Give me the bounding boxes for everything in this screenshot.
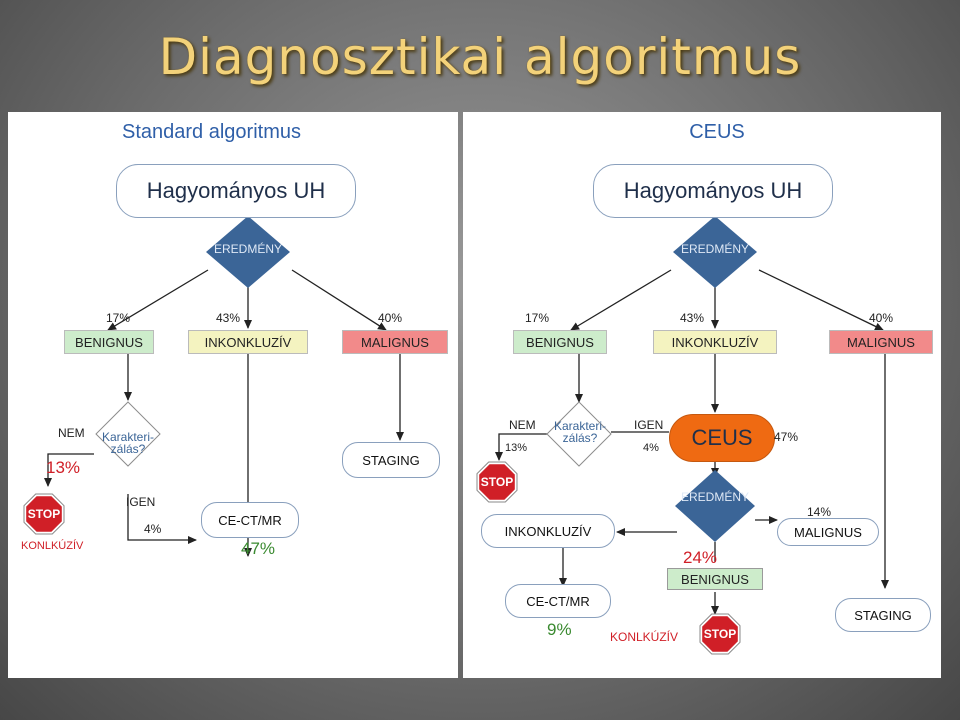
right-malignant-pct: 40% bbox=[869, 311, 894, 325]
right-benign-box: BENIGNUS bbox=[513, 330, 607, 354]
right-start-node: Hagyományos UH bbox=[593, 164, 833, 218]
left-inconclusive-box: INKONKLUZÍV bbox=[188, 330, 308, 354]
right-result-diamond bbox=[673, 216, 757, 288]
right-ctmr-node: CE-CT/MR bbox=[505, 584, 611, 618]
left-yes-pct: 4% bbox=[144, 522, 162, 536]
right-stop-sign-icon bbox=[476, 461, 518, 503]
right-connectors bbox=[476, 216, 889, 655]
right-heading: CEUS bbox=[689, 121, 745, 143]
left-characterization-label: Karakteri- zálás? bbox=[101, 430, 154, 456]
right-benign2-pct: 24% bbox=[683, 548, 718, 567]
left-ctmr-pct: 47% bbox=[241, 539, 276, 558]
left-conclusive-label: KONLKÚZÍV bbox=[21, 540, 84, 552]
right-stop2-label: STOP bbox=[703, 627, 737, 641]
right-benign-pct: 17% bbox=[525, 311, 550, 325]
left-no-pct: 13% bbox=[46, 458, 81, 477]
right-characterization-diamond bbox=[546, 401, 612, 467]
right-yes-pct: 4% bbox=[643, 442, 659, 454]
right-malignant-box: MALIGNUS bbox=[829, 330, 933, 354]
ceus-panel: CEUS Hagyományos UH EREDMÉNY 17% 43% 40%… bbox=[463, 112, 941, 678]
left-result-label: EREDMÉNY bbox=[213, 242, 282, 256]
left-yes-label: IGEN bbox=[126, 495, 156, 509]
right-ctmr-pct: 9% bbox=[547, 620, 572, 639]
right-no-label: NEM bbox=[509, 418, 536, 432]
left-start-node: Hagyományos UH bbox=[116, 164, 356, 218]
left-heading: Standard algoritmus bbox=[122, 121, 301, 143]
ceus-pct: 47% bbox=[774, 430, 799, 444]
right-result2-diamond bbox=[675, 470, 755, 542]
right-inconclusive-box: INKONKLUZÍV bbox=[653, 330, 777, 354]
left-characterization-diamond bbox=[95, 401, 161, 467]
ceus-node: CEUS bbox=[669, 414, 775, 462]
left-staging-node: STAGING bbox=[342, 442, 440, 478]
right-result2-label: EREDMÉNY bbox=[680, 490, 749, 504]
standard-algorithm-panel: Standard algoritmus Hagyományos UH EREDM… bbox=[8, 112, 458, 678]
right-conclusive-label: KONLKÚZÍV bbox=[610, 630, 679, 644]
right-malignant2-pct: 14% bbox=[807, 505, 832, 519]
right-inconclusive2-node: INKONKLUZÍV bbox=[481, 514, 615, 548]
left-stop-label: STOP bbox=[27, 507, 61, 521]
right-result-label: EREDMÉNY bbox=[680, 242, 749, 256]
right-staging-node: STAGING bbox=[835, 598, 931, 632]
left-connectors bbox=[23, 216, 404, 557]
left-benign-pct: 17% bbox=[106, 311, 131, 325]
right-benign2-box: BENIGNUS bbox=[667, 568, 763, 590]
right-malignant2-node: MALIGNUS bbox=[777, 518, 879, 546]
left-malignant-pct: 40% bbox=[378, 311, 403, 325]
right-characterization-label: Karakteri- zálás? bbox=[553, 419, 606, 445]
left-stop-sign-icon bbox=[23, 493, 65, 535]
left-inconclusive-pct: 43% bbox=[216, 311, 241, 325]
right-no-pct: 13% bbox=[505, 442, 528, 454]
right-stop-label: STOP bbox=[480, 475, 514, 489]
left-malignant-box: MALIGNUS bbox=[342, 330, 448, 354]
left-result-diamond bbox=[206, 216, 290, 288]
page-title: Diagnosztikai algoritmus bbox=[158, 28, 802, 86]
right-yes-label: IGEN bbox=[634, 418, 664, 432]
right-stop-sign-2-icon bbox=[699, 613, 741, 655]
left-no-label: NEM bbox=[58, 426, 85, 440]
left-ctmr-node: CE-CT/MR bbox=[201, 502, 299, 538]
right-inconclusive-pct: 43% bbox=[680, 311, 705, 325]
left-benign-box: BENIGNUS bbox=[64, 330, 154, 354]
